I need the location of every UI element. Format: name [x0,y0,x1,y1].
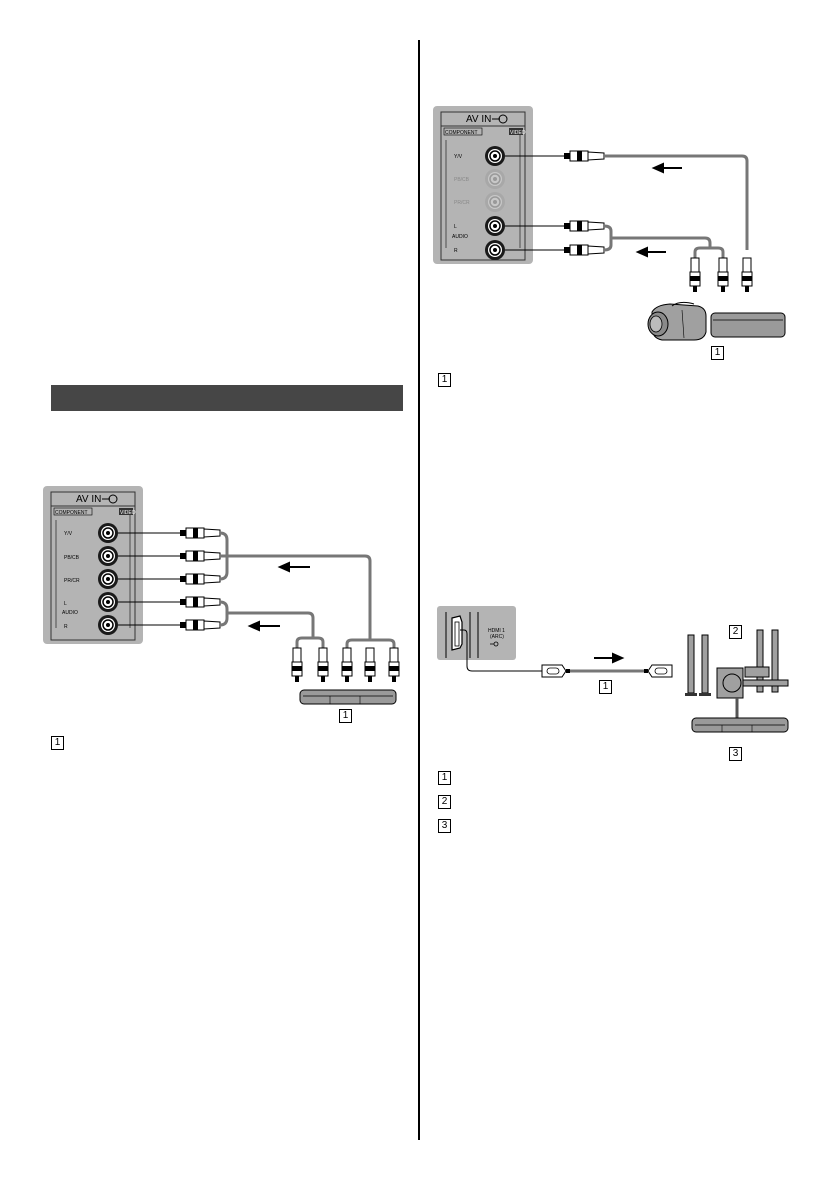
jack-label-l: L [64,601,67,607]
panel-title: AV IN [466,114,491,125]
column-divider [418,40,420,1140]
composite-legend-item: 1 [438,373,459,387]
hdmi-legend-item: 3 [438,819,459,833]
device-number-label: 1 [711,346,724,360]
jack-label-y: Y/V [64,531,73,537]
jack-label-pb: PB/CB [454,177,470,183]
speaker-number-label: 2 [729,625,742,639]
input-arrow-icon [102,494,118,504]
jack-label-l: L [454,224,457,230]
av-receiver-icon [691,717,789,733]
legend-number: 1 [51,736,64,750]
signal-direction-arrow [594,652,625,664]
component-connection-diagram: AV IN COMPONENT VIDEO Y/V PB/CB PR/CR L … [43,486,400,705]
jack-label-pb: PB/CB [64,555,80,561]
legend-number: 1 [438,373,451,387]
input-arrow-icon [490,641,499,647]
hdmi-port-panel: HDMI 1 (ARC) [437,606,516,660]
signal-direction-arrows [635,162,682,258]
component-group-label: COMPONENT [55,510,88,516]
hdmi-plug-icon [644,664,673,678]
component-group-label: COMPONENT [445,130,478,136]
section-header [51,385,403,411]
video-group-label: VIDEO [120,510,136,516]
rca-jack-icons [485,146,505,260]
hdmi-arc-label: (ARC) [490,634,504,640]
hdmi-plug-icon [541,664,570,678]
cable-number-label: 1 [599,680,612,694]
hdmi-port-label: HDMI 1 [488,628,505,634]
composite-connection-diagram: AV IN COMPONENT VIDEO Y/V PB/CB PR/CR L … [433,106,786,341]
rca-jack-icons [98,523,118,635]
hdmi-legend: 1 2 3 [438,771,459,833]
device-number-label: 1 [339,709,352,723]
dvd-player-icon [299,689,397,705]
player-number-label: 3 [729,747,742,761]
camcorder-icon [647,301,707,341]
audio-label: AUDIO [62,610,78,616]
set-top-box-icon [710,312,786,338]
vertical-rca-plug-icons [291,647,400,682]
signal-direction-arrows [247,561,310,632]
av-in-panel: AV IN COMPONENT VIDEO Y/V PB/CB PR/CR L … [433,106,533,264]
hdmi-legend-item: 1 [438,771,459,785]
panel-title: AV IN [76,494,101,505]
hdmi-arc-connection-diagram: HDMI 1 (ARC) [437,606,789,733]
video-group-label: VIDEO [510,130,526,136]
rca-plug-icons [564,150,605,256]
audio-label: AUDIO [452,234,468,240]
component-legend-item: 1 [51,736,72,750]
jack-label-pr: PR/CR [64,578,80,584]
input-arrow-icon [492,114,508,124]
speaker-system-icon [685,629,789,718]
jack-label-r: R [64,624,68,630]
legend-number: 1 [438,771,451,785]
av-in-panel: AV IN COMPONENT VIDEO Y/V PB/CB PR/CR L … [43,486,143,644]
jack-label-pr: PR/CR [454,200,470,206]
legend-number: 2 [438,795,451,809]
legend-number: 3 [438,819,451,833]
rca-plug-icons [180,527,221,631]
vertical-rca-plug-icons [689,257,753,292]
hdmi-port-icon [451,615,463,651]
hdmi-legend-item: 2 [438,795,459,809]
jack-label-y: Y/V [454,154,463,160]
jack-label-r: R [454,248,458,254]
